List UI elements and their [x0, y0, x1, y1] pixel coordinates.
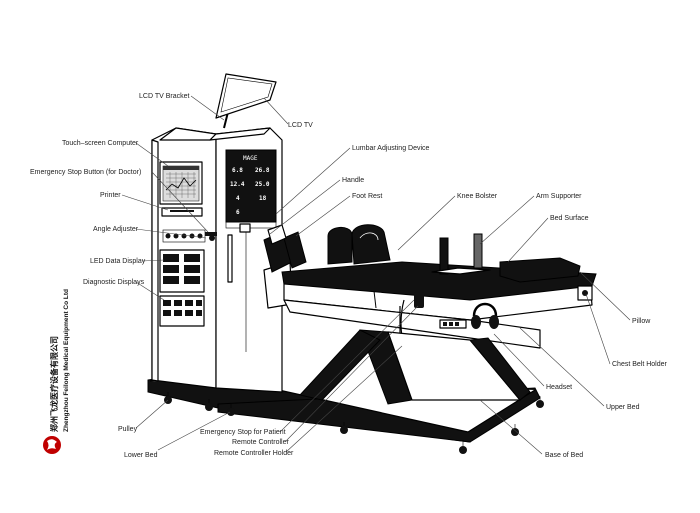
label-angle-adjuster: Angle Adjuster: [93, 226, 139, 233]
brand-dragon-icon: [43, 436, 61, 454]
panel-left-readout-0: 6.8: [232, 167, 243, 174]
leader-lines: [121, 95, 631, 455]
label-arm-supporter: Arm Supporter: [536, 193, 582, 200]
label-bed-surface: Bed Surface: [550, 215, 589, 222]
panel-right-readout-1: 25.0: [255, 181, 270, 188]
panel-badge: MAGE: [243, 155, 258, 162]
label-led-data-display: LED Data Display: [90, 258, 146, 265]
label-diagnostic-displays: Diagnostic Displays: [83, 279, 145, 286]
label-knee-bolster: Knee Bolster: [457, 193, 498, 200]
panel-right-readout-0: 26.8: [255, 167, 270, 174]
label-headset: Headset: [546, 384, 572, 391]
panel-left-readout-3: 6: [236, 209, 240, 216]
label-lumbar-adjusting-device: Lumbar Adjusting Device: [352, 145, 430, 152]
brand-chinese-name: 郑州飞龙医疗设备有限公司: [49, 336, 59, 432]
label-emergency-stop-patient: Emergency Stop for Patient: [200, 429, 286, 436]
label-lcd-tv: LCD TV: [288, 122, 313, 129]
label-upper-bed: Upper Bed: [606, 404, 640, 411]
label-foot-rest: Foot Rest: [352, 193, 382, 200]
label-pulley: Pulley: [118, 426, 138, 433]
label-handle: Handle: [342, 177, 364, 184]
label-printer: Printer: [100, 192, 121, 199]
panel-left-readout-2: 4: [236, 195, 240, 202]
callout-labels: LCD TV Bracket LCD TV Touch–screen Compu…: [30, 93, 668, 459]
panel-right-readout-2: 18: [259, 195, 267, 202]
label-remote-controller-holder: Remote Controller Holder: [214, 450, 294, 457]
label-pillow: Pillow: [632, 318, 651, 325]
panel-left-readout-1: 12.4: [230, 181, 245, 188]
label-touch-screen-computer: Touch–screen Computer: [62, 140, 139, 147]
brand-logo: 郑州飞龙医疗设备有限公司 Zhengzhou Feilong Medical E…: [43, 289, 70, 454]
label-chest-belt-holder: Chest Belt Holder: [612, 361, 668, 368]
label-remote-controller: Remote Controller: [232, 439, 289, 446]
label-emergency-stop-doctor: Emergency Stop Button (for Doctor): [30, 169, 141, 176]
brand-english-name: Zhengzhou Feilong Medical Equipment Co L…: [63, 289, 70, 432]
label-lcd-tv-bracket: LCD TV Bracket: [139, 93, 189, 100]
machine-illustration: MAGE 6.8 12.4 4 6 26.8 25.0 18: [147, 73, 597, 454]
label-base-of-bed: Base of Bed: [545, 452, 583, 459]
label-lower-bed: Lower Bed: [124, 452, 158, 459]
